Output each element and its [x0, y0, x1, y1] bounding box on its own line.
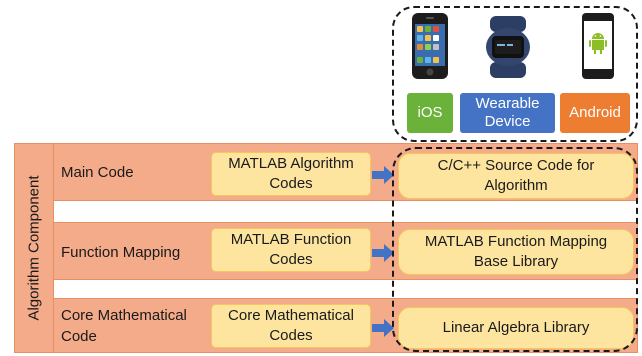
smartphone-ios-icon — [412, 13, 448, 79]
target-code-group — [392, 147, 638, 352]
algorithm-component-bar: Algorithm Component — [14, 143, 54, 353]
row-label-core-math: Core Mathematical Code — [61, 307, 187, 345]
wearable-band-icon — [486, 16, 530, 78]
platform-wearable-label: Wearable Device — [460, 93, 555, 133]
platform-android-label: Android — [560, 93, 630, 133]
arrow-right-icon — [372, 244, 394, 262]
row-label-main-code: Main Code — [61, 164, 134, 181]
device-platform-group — [392, 6, 638, 142]
platform-ios-label: iOS — [407, 93, 453, 133]
algorithm-component-label: Algorithm Component — [25, 175, 43, 321]
row-label-function-mapping: Function Mapping — [61, 244, 181, 261]
smartphone-android-icon — [582, 13, 614, 79]
arrow-right-icon — [372, 319, 394, 337]
arrow-right-icon — [372, 166, 394, 184]
linear-algebra-library-box: Linear Algebra Library — [398, 307, 634, 349]
